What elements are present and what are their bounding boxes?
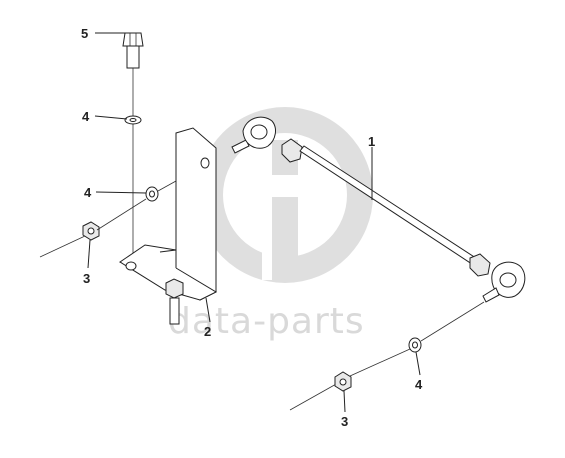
callout-nut-right: 3 bbox=[341, 414, 348, 429]
leader-washer-upper bbox=[94, 115, 128, 120]
bolt bbox=[122, 32, 144, 255]
bracket bbox=[118, 127, 218, 301]
washer-right bbox=[408, 337, 422, 353]
nut-left bbox=[82, 221, 100, 241]
watermark-logo bbox=[197, 107, 373, 283]
callout-washer-right: 4 bbox=[415, 377, 423, 392]
callout-washer-upper: 4 bbox=[82, 109, 90, 124]
callout-bracket: 2 bbox=[204, 324, 211, 339]
washer-upper bbox=[124, 115, 142, 125]
callout-rod: 1 bbox=[368, 134, 375, 149]
leader-washer-middle bbox=[95, 191, 147, 194]
leader-nut-right bbox=[343, 390, 346, 413]
callout-bolt: 5 bbox=[81, 26, 88, 41]
washer-middle bbox=[145, 186, 159, 202]
leader-bracket bbox=[205, 297, 211, 323]
leader-nut-left bbox=[87, 239, 91, 269]
bracket-bolt bbox=[165, 278, 184, 325]
nut-right bbox=[334, 371, 352, 392]
watermark-text: data-parts bbox=[168, 301, 365, 342]
leader-washer-right bbox=[415, 351, 421, 376]
rod-assembly bbox=[231, 116, 526, 303]
callout-nut-left: 3 bbox=[83, 271, 90, 286]
callout-washer-middle: 4 bbox=[84, 185, 92, 200]
